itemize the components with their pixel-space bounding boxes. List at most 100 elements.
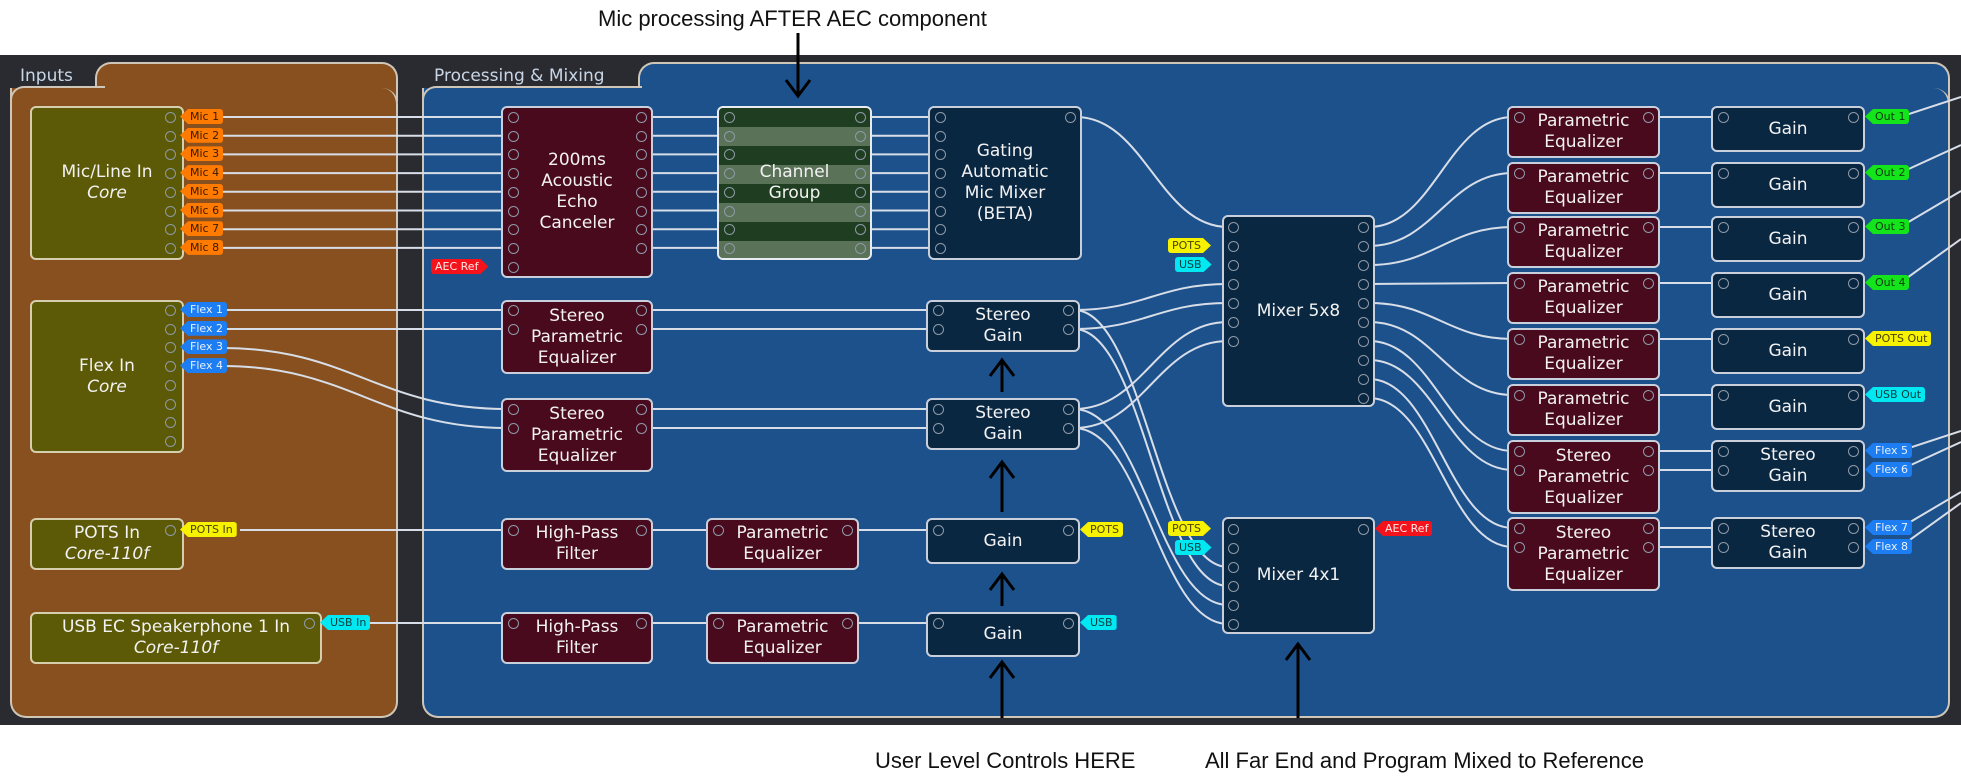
stereo-peq-2-out-l[interactable] [636, 404, 647, 415]
mixer-4x1-input-port[interactable] [1228, 600, 1239, 611]
aec-output-port[interactable] [636, 242, 647, 254]
stereo-peq-1-in-l[interactable] [508, 305, 519, 316]
gating-input-port[interactable] [935, 242, 946, 254]
channel-group-output-port[interactable] [855, 149, 866, 161]
output-gain-out[interactable] [1848, 334, 1859, 345]
stereo-peq-2-in-l[interactable] [508, 404, 519, 415]
output-gain-in[interactable] [1718, 168, 1729, 179]
gating-input-port[interactable] [935, 205, 946, 217]
stereo-peq-1-out-l[interactable] [636, 305, 647, 316]
out-speq-in-l[interactable] [1514, 523, 1525, 534]
output-gain-out[interactable] [1848, 390, 1859, 401]
mixer-5x8-output-port[interactable] [1358, 336, 1369, 347]
aec-input-port[interactable] [508, 224, 519, 236]
mixer-4x1-input-port[interactable] [1228, 581, 1239, 592]
output-gain-in[interactable] [1718, 390, 1729, 401]
output-gain-block[interactable]: Gain [1711, 384, 1865, 430]
processing-panel-title[interactable]: Processing & Mixing [434, 66, 605, 86]
stereo-peq-1-in-r[interactable] [508, 324, 519, 335]
mixer-4x1-input-port[interactable] [1228, 562, 1239, 573]
gain-usb-out[interactable] [1063, 618, 1074, 629]
output-gain-block[interactable]: Gain [1711, 162, 1865, 208]
output-gain-out[interactable] [1848, 278, 1859, 289]
mixer-5x8-output-port[interactable] [1358, 241, 1369, 252]
flex-output-port[interactable] [165, 361, 176, 373]
mixer-5x8-output-port[interactable] [1358, 298, 1369, 309]
aec-input-port[interactable] [508, 186, 519, 198]
mixer-5x8-block[interactable]: Mixer 5x8 [1222, 215, 1375, 407]
channel-group-output-port[interactable] [855, 186, 866, 198]
output-peq-out[interactable] [1643, 222, 1654, 233]
gain-usb-block[interactable]: Gain [926, 612, 1080, 657]
mixer-5x8-input-port[interactable] [1228, 222, 1239, 233]
peq-in[interactable] [713, 618, 724, 629]
sg2-in-r[interactable] [933, 423, 944, 434]
hpf-in[interactable] [508, 618, 519, 629]
gating-output-port[interactable] [1065, 112, 1076, 123]
out-speq-in-r[interactable] [1514, 465, 1525, 476]
output-peq-out[interactable] [1643, 278, 1654, 289]
flex-output-port[interactable] [165, 435, 176, 447]
output-gain-in[interactable] [1718, 334, 1729, 345]
aec-output-port[interactable] [636, 112, 647, 123]
output-gain-block[interactable]: Gain [1711, 216, 1865, 262]
mixer-4x1-block[interactable]: Mixer 4x1 [1222, 517, 1375, 634]
gain-usb-in[interactable] [933, 618, 944, 629]
mixer-5x8-output-port[interactable] [1358, 374, 1369, 385]
mic-output-port[interactable] [165, 168, 176, 180]
aec-input-port[interactable] [508, 205, 519, 217]
usb-output-port[interactable] [304, 618, 315, 629]
channel-group-output-port[interactable] [855, 224, 866, 236]
output-gain-in[interactable] [1718, 222, 1729, 233]
aec-output-port[interactable] [636, 130, 647, 142]
aec-output-port[interactable] [636, 168, 647, 180]
out-speq-out-l[interactable] [1643, 446, 1654, 457]
peq-out[interactable] [842, 618, 853, 629]
mixer-4x1-input-port[interactable] [1228, 524, 1239, 535]
aec-ref-port[interactable] [508, 262, 519, 273]
aec-input-port[interactable] [508, 168, 519, 180]
mic-output-port[interactable] [165, 205, 176, 217]
channel-group-input-port[interactable] [724, 168, 735, 180]
hpf-out[interactable] [636, 618, 647, 629]
output-peq-in[interactable] [1514, 168, 1525, 179]
output-peq-out[interactable] [1643, 112, 1654, 123]
output-gain-block[interactable]: Gain [1711, 272, 1865, 318]
mixer-5x8-output-port[interactable] [1358, 260, 1369, 271]
flex-output-port[interactable] [165, 342, 176, 354]
channel-group-input-port[interactable] [724, 130, 735, 142]
peq-out[interactable] [842, 525, 853, 536]
mixer-5x8-input-port[interactable] [1228, 260, 1239, 271]
output-gain-in[interactable] [1718, 112, 1729, 123]
aec-output-port[interactable] [636, 224, 647, 236]
aec-output-port[interactable] [636, 186, 647, 198]
sg1-in-r[interactable] [933, 324, 944, 335]
mixer-4x1-input-port[interactable] [1228, 543, 1239, 554]
flex-output-port[interactable] [165, 379, 176, 391]
out-sg-in-l[interactable] [1718, 523, 1729, 534]
out-speq-in-l[interactable] [1514, 446, 1525, 457]
gain-pots-in[interactable] [933, 525, 944, 536]
output-peq-out[interactable] [1643, 390, 1654, 401]
gating-input-port[interactable] [935, 130, 946, 142]
out-sg-out-r[interactable] [1848, 465, 1859, 476]
mixer-5x8-input-port[interactable] [1228, 241, 1239, 252]
output-gain-out[interactable] [1848, 222, 1859, 233]
sg2-out-l[interactable] [1063, 404, 1074, 415]
output-peq-in[interactable] [1514, 112, 1525, 123]
